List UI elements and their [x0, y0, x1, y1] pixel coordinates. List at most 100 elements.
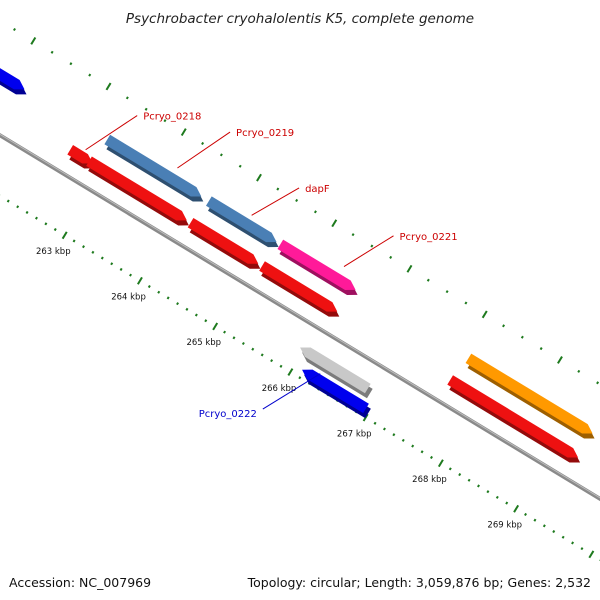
outer-tick	[389, 255, 393, 259]
outer-tick	[464, 301, 468, 305]
minor-tick	[34, 216, 38, 220]
minor-tick	[129, 273, 132, 277]
outer-tick	[163, 119, 167, 123]
minor-tick	[251, 347, 255, 351]
minor-tick	[458, 473, 462, 477]
gene-arrow-body	[86, 156, 187, 221]
scale-label-264: 264 kbp	[111, 293, 146, 303]
leader-line-dapf	[251, 187, 300, 216]
minor-tick	[505, 501, 509, 505]
minor-tick	[401, 438, 405, 442]
leader-line-pcryo_0222	[262, 373, 321, 410]
minor-tick	[16, 205, 20, 209]
minor-tick	[486, 490, 490, 494]
minor-tick	[53, 228, 57, 232]
leader-line-pcryo_0221	[343, 235, 394, 267]
minor-tick	[571, 541, 575, 545]
outer-tick	[539, 347, 543, 351]
minor-tick	[194, 313, 198, 317]
gene-arrow-pcryo0222-cds	[300, 347, 373, 399]
minor-tick	[373, 421, 377, 425]
gene-arrow-body	[277, 239, 356, 290]
gene-arrow-body	[302, 369, 369, 414]
outer-tick	[445, 290, 449, 294]
minor-tick	[411, 444, 415, 448]
map-title: Psychrobacter cryohalolentis K5, complet…	[126, 11, 474, 27]
outer-tick	[238, 164, 242, 168]
gene-arrow-body	[67, 145, 93, 164]
genome-summary-text: Topology: circular; Length: 3,059,876 bp…	[247, 575, 591, 590]
minor-tick	[260, 353, 264, 357]
scale-label-266: 266 kbp	[262, 384, 297, 394]
minor-tick	[279, 364, 283, 368]
minor-tick	[448, 467, 452, 471]
gene-arrow-dapF-cds	[187, 217, 261, 269]
scale-label-263: 263 kbp	[36, 247, 71, 257]
gene-arrow-body	[0, 68, 25, 90]
backbone-line	[0, 132, 600, 502]
outer-tick	[426, 278, 430, 282]
scale-label-267: 267 kbp	[337, 429, 372, 439]
gene-label-pcryo_0219: Pcryo_0219	[236, 128, 294, 139]
gene-arrow-dapF-gene	[205, 196, 279, 248]
minor-tick	[6, 199, 10, 203]
outer-tick	[370, 244, 374, 248]
minor-tick	[166, 296, 170, 300]
outer-tick	[180, 128, 187, 137]
minor-tick	[561, 535, 565, 539]
minor-tick	[82, 245, 85, 249]
major-tick	[287, 368, 294, 376]
minor-tick	[524, 512, 528, 516]
gene-arrow-body	[205, 196, 277, 243]
backbone-highlight	[0, 133, 600, 499]
outer-tick	[406, 264, 413, 273]
gene-arrow-body	[187, 217, 259, 264]
minor-tick	[110, 262, 114, 266]
gene-arrow-pcryo0221-gene	[277, 239, 358, 295]
outer-tick	[295, 198, 299, 202]
outer-tick	[331, 219, 338, 228]
outer-tick	[219, 153, 223, 157]
major-tick	[513, 504, 520, 513]
minor-tick	[467, 478, 471, 482]
gene-label-dapf: dapF	[305, 184, 330, 195]
gene-label-pcryo_0222: Pcryo_0222	[199, 409, 257, 420]
gene-arrow-orange-right-gene	[465, 353, 595, 439]
major-tick	[136, 276, 143, 285]
gene-arrow-red-right-cds	[447, 375, 581, 463]
outer-tick	[105, 82, 112, 91]
genome-backbone	[0, 132, 600, 502]
outer-tick	[256, 173, 262, 182]
minor-tick	[542, 524, 546, 528]
minor-tick	[185, 307, 189, 311]
gene-arrow-body	[447, 375, 579, 458]
minor-tick	[270, 359, 274, 363]
gene-arrow-body	[300, 347, 371, 394]
minor-tick	[119, 267, 123, 271]
major-tick	[588, 550, 595, 559]
outer-tick	[144, 107, 148, 111]
scale-label-268: 268 kbp	[412, 475, 447, 485]
minor-tick	[72, 239, 76, 243]
minor-tick	[392, 433, 396, 437]
major-tick	[61, 231, 68, 240]
minor-tick	[298, 376, 302, 380]
gene-label-pcryo_0221: Pcryo_0221	[400, 232, 458, 243]
outer-tick	[50, 50, 54, 54]
gene-arrow-pcryo0219-gene	[104, 134, 204, 202]
outer-tick	[596, 381, 600, 385]
minor-tick	[100, 256, 104, 260]
scale-label-269: 269 kbp	[487, 521, 522, 531]
outer-tick	[276, 187, 280, 191]
minor-tick	[147, 284, 151, 289]
minor-tick	[91, 250, 95, 254]
outer-tick	[12, 27, 16, 32]
gene-label-pcryo_0218: Pcryo_0218	[143, 112, 201, 123]
minor-tick	[204, 319, 208, 323]
outer-tick	[557, 356, 563, 364]
outer-tick	[577, 369, 581, 373]
minor-tick	[533, 518, 537, 522]
outer-tick	[69, 62, 73, 66]
